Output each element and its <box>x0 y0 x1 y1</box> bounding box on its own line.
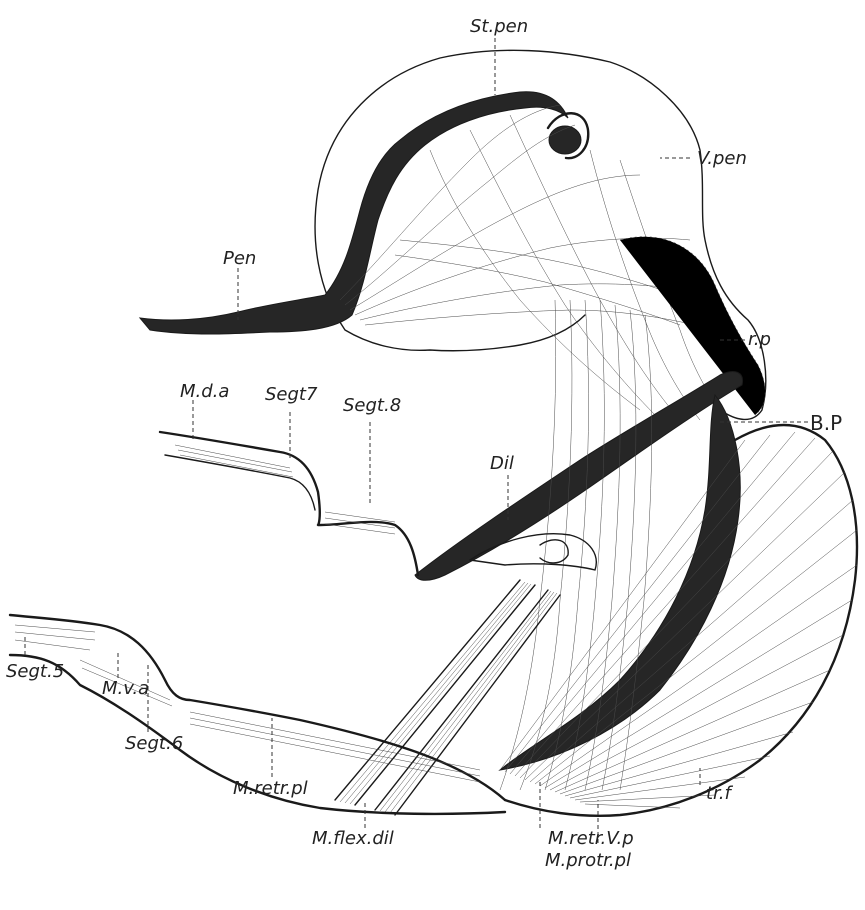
label-tr-f: tr.f <box>706 785 731 803</box>
body-wall-lower-hatch <box>15 625 480 782</box>
body-wall-upper <box>160 432 418 575</box>
penis-stylet-tip <box>549 126 581 154</box>
label-st-pen: St.pen <box>470 18 528 36</box>
label-segt7: Segt7 <box>265 386 317 404</box>
body-wall-upper-hatch <box>175 445 395 534</box>
label-m-protr-pl: M.protr.pl <box>545 852 631 870</box>
label-pen: Pen <box>223 250 256 268</box>
label-b-p: B.P <box>810 413 842 433</box>
label-segt8: Segt.8 <box>343 397 401 415</box>
body-wall-upper-inner <box>165 455 315 510</box>
label-r-p: r.p <box>748 331 771 349</box>
label-dil: Dil <box>490 455 514 473</box>
label-segt6: Segt.6 <box>125 735 183 753</box>
basal-plate <box>415 372 743 581</box>
label-m-flex-dil: M.flex.dil <box>312 830 394 848</box>
label-m-v-a: M.v.a <box>102 680 149 698</box>
dilator-fold <box>540 540 568 563</box>
label-m-retr-v-p: M.retr.V.p <box>548 830 634 848</box>
retractor-dotted-outline <box>620 237 765 415</box>
flexor-dil-muscle <box>335 580 560 815</box>
label-m-retr-pl: M.retr.pl <box>233 780 308 798</box>
label-v-pen: V.pen <box>697 150 747 168</box>
label-segt5: Segt.5 <box>6 663 64 681</box>
label-m-d-a: M.d.a <box>180 383 229 401</box>
